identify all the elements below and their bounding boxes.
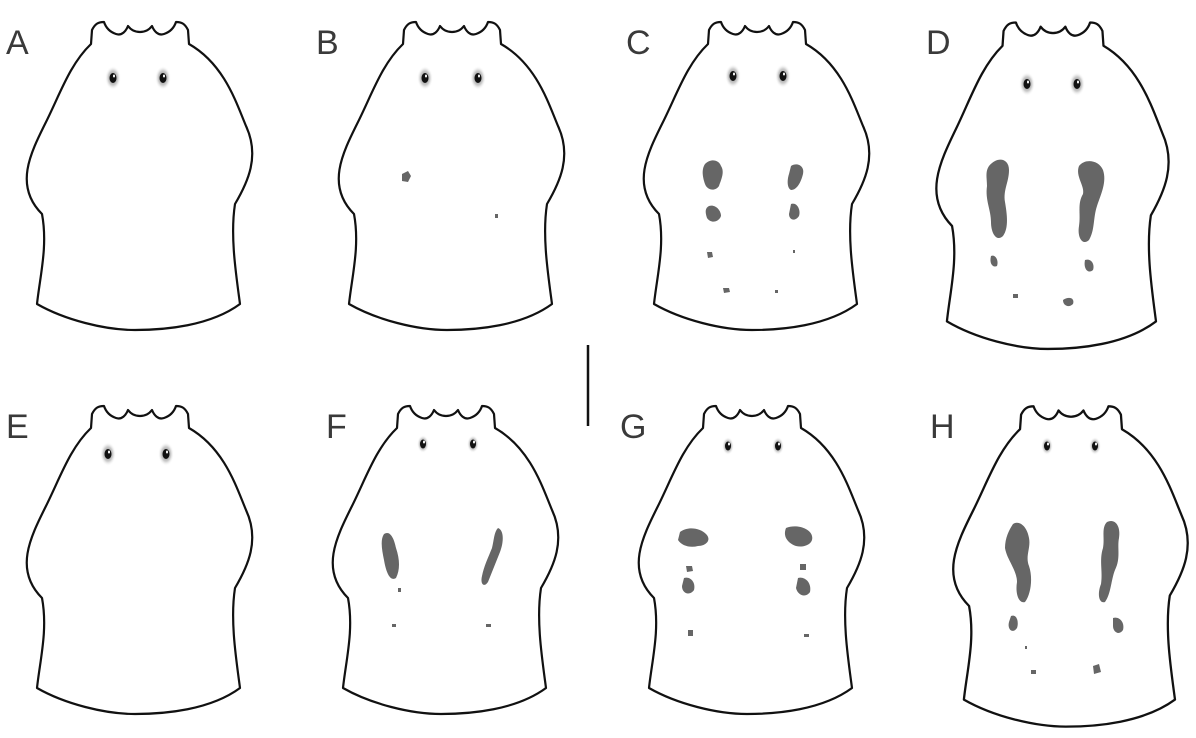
eye-right-f (467, 435, 479, 453)
panel-b: B (316, 22, 564, 330)
eye-right-d (1069, 72, 1085, 96)
head-outline-d (936, 22, 1168, 348)
pigment-spot (707, 252, 713, 258)
panel-e: E (6, 406, 252, 714)
pigment-spot (686, 566, 693, 572)
panel-label-c: C (626, 24, 651, 62)
head-outline-b (339, 22, 565, 330)
pigment-spot (775, 290, 778, 293)
panel-g: G (620, 406, 864, 714)
pigment-spot (1025, 646, 1027, 649)
head-outline-g (639, 406, 865, 714)
pigment-spot (1031, 670, 1036, 674)
eye-right-h (1089, 437, 1101, 455)
pigment-spot (793, 250, 795, 253)
panel-d: D (926, 22, 1169, 348)
panel-label-a: A (6, 24, 29, 62)
panel-label-d: D (926, 24, 951, 62)
eye-left-g (722, 437, 734, 455)
panel-label-b: B (316, 24, 339, 62)
eye-left-e (100, 442, 116, 466)
panel-label-h: H (930, 408, 955, 446)
panel-c: C (626, 22, 869, 330)
pigment-spot (800, 564, 806, 570)
eye-left-a (105, 66, 121, 90)
pigment-spot (804, 634, 809, 637)
panel-h: H (930, 406, 1188, 726)
eye-right-c (775, 64, 791, 88)
head-outline-h (953, 406, 1188, 726)
pigment-spot (688, 630, 693, 636)
eye-left-b (417, 66, 433, 90)
head-outline-a (27, 22, 253, 330)
pigment-spot (486, 624, 491, 627)
eye-left-h (1041, 437, 1053, 455)
panel-label-f: F (326, 408, 347, 446)
head-outline-e (27, 406, 253, 714)
eye-left-c (725, 64, 741, 88)
panel-label-e: E (6, 408, 29, 446)
head-outline-c (644, 22, 870, 330)
eye-right-g (772, 437, 784, 455)
pigment-spot (1013, 294, 1018, 298)
panel-label-g: G (620, 408, 646, 446)
eye-left-f (417, 435, 429, 453)
pigment-spot (495, 214, 498, 218)
eye-right-b (470, 66, 486, 90)
eye-right-e (158, 442, 174, 466)
eye-right-a (155, 66, 171, 90)
pigment-spot (398, 588, 401, 592)
head-outline-f (333, 406, 559, 714)
pigment-spot (392, 624, 396, 627)
panel-f: F (326, 406, 558, 714)
eye-left-d (1019, 72, 1035, 96)
panel-a: A (6, 22, 252, 330)
